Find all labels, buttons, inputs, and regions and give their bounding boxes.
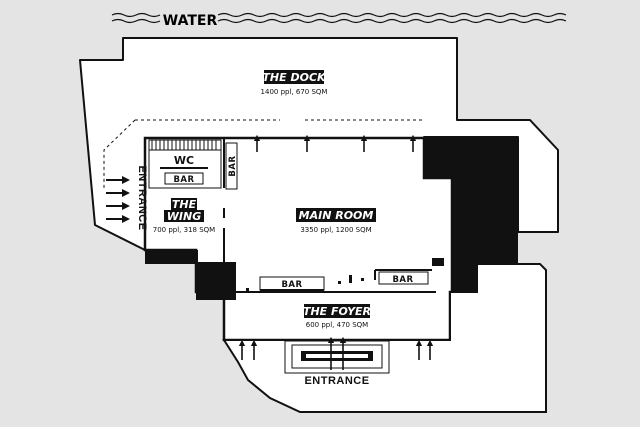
main-entrance: ENTRANCE xyxy=(238,336,434,387)
dock-capacity: 1400 ppl, 670 SQM xyxy=(261,88,328,96)
main-room-label-group: MAIN ROOM 3350 ppl, 1200 SQM xyxy=(296,208,376,234)
side-entrance: ENTRANCE xyxy=(106,165,148,231)
wing-name-line1: THE xyxy=(172,198,197,211)
bar-side: BAR xyxy=(225,142,238,190)
arrow-right-icon xyxy=(106,176,130,223)
annex-area xyxy=(222,263,547,413)
main-room-capacity: 3350 ppl, 1200 SQM xyxy=(300,226,371,234)
wing-name-line2: WING xyxy=(167,210,201,223)
bar-side-label: BAR xyxy=(228,155,238,176)
main-entrance-label: ENTRANCE xyxy=(304,375,369,387)
dock-name: THE DOCK xyxy=(262,71,327,84)
arrow-up-icon xyxy=(238,336,434,370)
wing-label-group: THE WING 700 ppl, 318 SQM xyxy=(153,198,215,234)
water-label: WATER xyxy=(163,13,218,29)
water-wave-icon xyxy=(111,12,567,24)
bar-foyer: BAR xyxy=(378,271,429,285)
water-area: WATER xyxy=(111,12,567,29)
wc-label: WC xyxy=(174,154,194,167)
bar-foyer-label: BAR xyxy=(392,275,413,285)
foyer-capacity: 600 ppl, 470 SQM xyxy=(306,321,368,329)
wing-capacity: 700 ppl, 318 SQM xyxy=(153,226,215,234)
bar-wing: BAR xyxy=(164,172,204,185)
side-entrance-label: ENTRANCE xyxy=(136,165,148,230)
bar-wing-label: BAR xyxy=(173,175,194,185)
arrow-up-icon xyxy=(253,134,417,152)
foyer-name: THE FOYER xyxy=(303,305,371,318)
main-room-name: MAIN ROOM xyxy=(299,209,374,222)
bar-main: BAR xyxy=(259,276,325,291)
bar-main-label: BAR xyxy=(281,280,302,290)
foyer-label-group: THE FOYER 600 ppl, 470 SQM xyxy=(303,304,371,329)
